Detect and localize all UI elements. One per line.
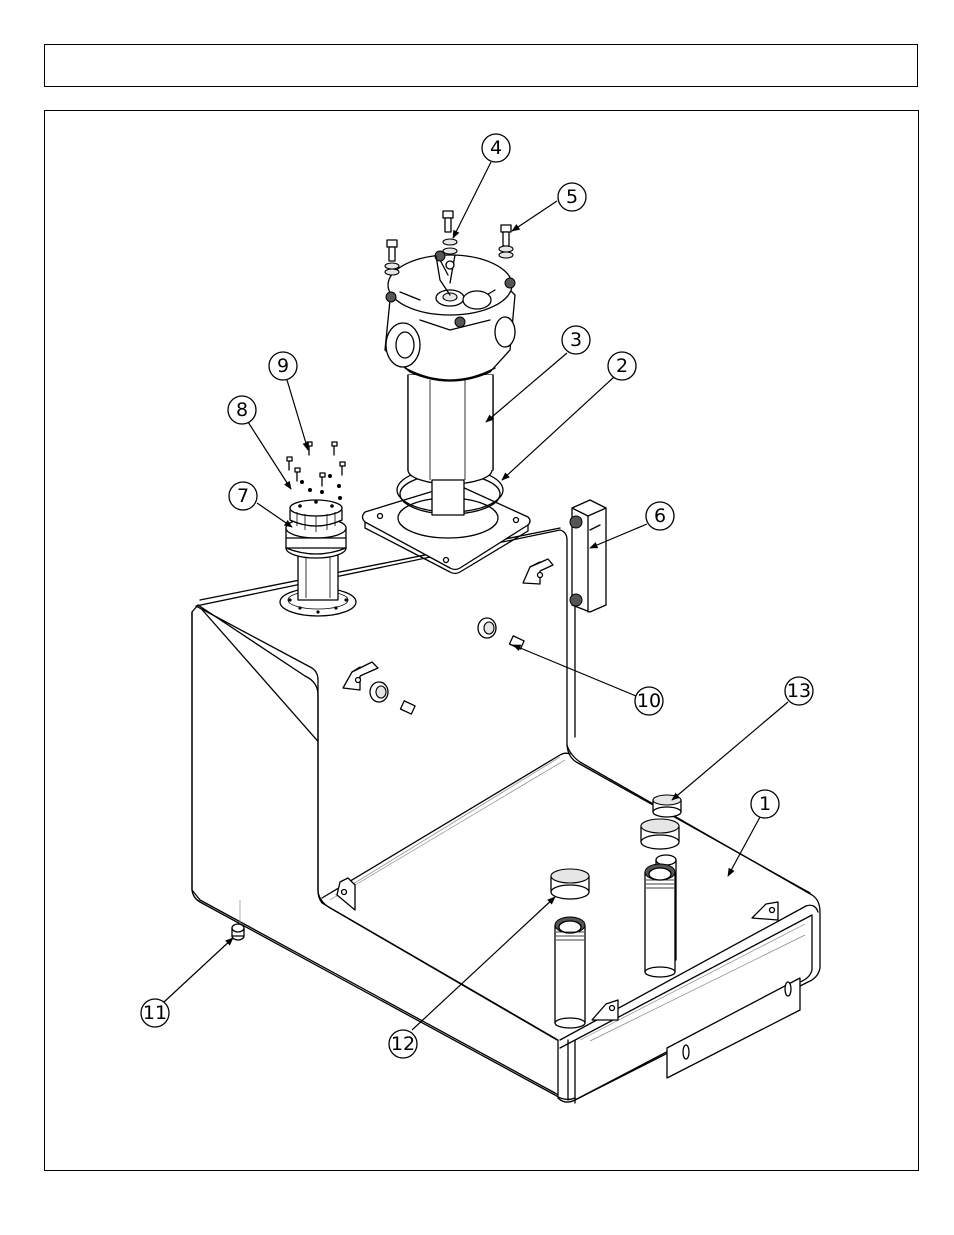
callout-label: 12	[391, 1033, 415, 1055]
filler-screw	[340, 462, 345, 475]
filler-screw	[287, 457, 292, 470]
return-pipe-cap	[641, 819, 679, 849]
return-pipe-cap	[653, 795, 681, 817]
callout-label: 10	[637, 690, 661, 712]
suction-pipe	[555, 917, 585, 1028]
callout-label: 7	[237, 485, 249, 507]
callout-label: 8	[236, 399, 248, 421]
leader-9	[287, 380, 308, 450]
callout-11: 11	[141, 999, 169, 1027]
callout-12: 12	[389, 1030, 417, 1058]
callout-label: 2	[616, 355, 628, 377]
callout-3: 3	[562, 326, 590, 354]
filter-head-bolt	[443, 211, 453, 232]
leader-2	[502, 377, 614, 480]
filter-head-bolt	[385, 240, 399, 275]
return-pipe	[645, 864, 675, 977]
filler-screw	[295, 468, 300, 481]
leader-8	[248, 422, 291, 489]
callout-label: 1	[759, 793, 771, 815]
leader-5	[512, 201, 557, 231]
callout-4: 4	[482, 134, 510, 162]
drain-plug	[232, 924, 244, 940]
callout-label: 5	[566, 186, 578, 208]
callout-6: 6	[646, 502, 674, 530]
callout-label: 3	[570, 329, 582, 351]
callout-10: 10	[635, 687, 663, 715]
callout-label: 11	[143, 1002, 167, 1024]
callout-2: 2	[608, 352, 636, 380]
filler-screw	[332, 442, 337, 455]
filter-bowl	[408, 375, 493, 515]
callout-13: 13	[785, 677, 813, 705]
callout-label: 6	[654, 505, 666, 527]
return-filter-assembly	[363, 211, 531, 574]
hydraulic-tank	[192, 528, 820, 1103]
callout-8: 8	[228, 396, 256, 424]
leader-7	[257, 503, 292, 527]
suction-pipe-cap	[551, 869, 589, 899]
callout-9: 9	[269, 352, 297, 380]
filler-screw	[320, 473, 325, 486]
leader-11	[164, 938, 233, 1002]
leader-4	[453, 162, 491, 238]
filter-head	[385, 251, 515, 381]
callout-7: 7	[229, 482, 257, 510]
leader-13	[672, 702, 788, 800]
callout-label: 4	[490, 137, 502, 159]
callout-5: 5	[558, 183, 586, 211]
callout-1: 1	[751, 790, 779, 818]
callout-label: 9	[277, 355, 289, 377]
filter-head-bolt	[499, 225, 513, 258]
sight-gauge	[570, 500, 606, 612]
callout-label: 13	[787, 680, 811, 702]
